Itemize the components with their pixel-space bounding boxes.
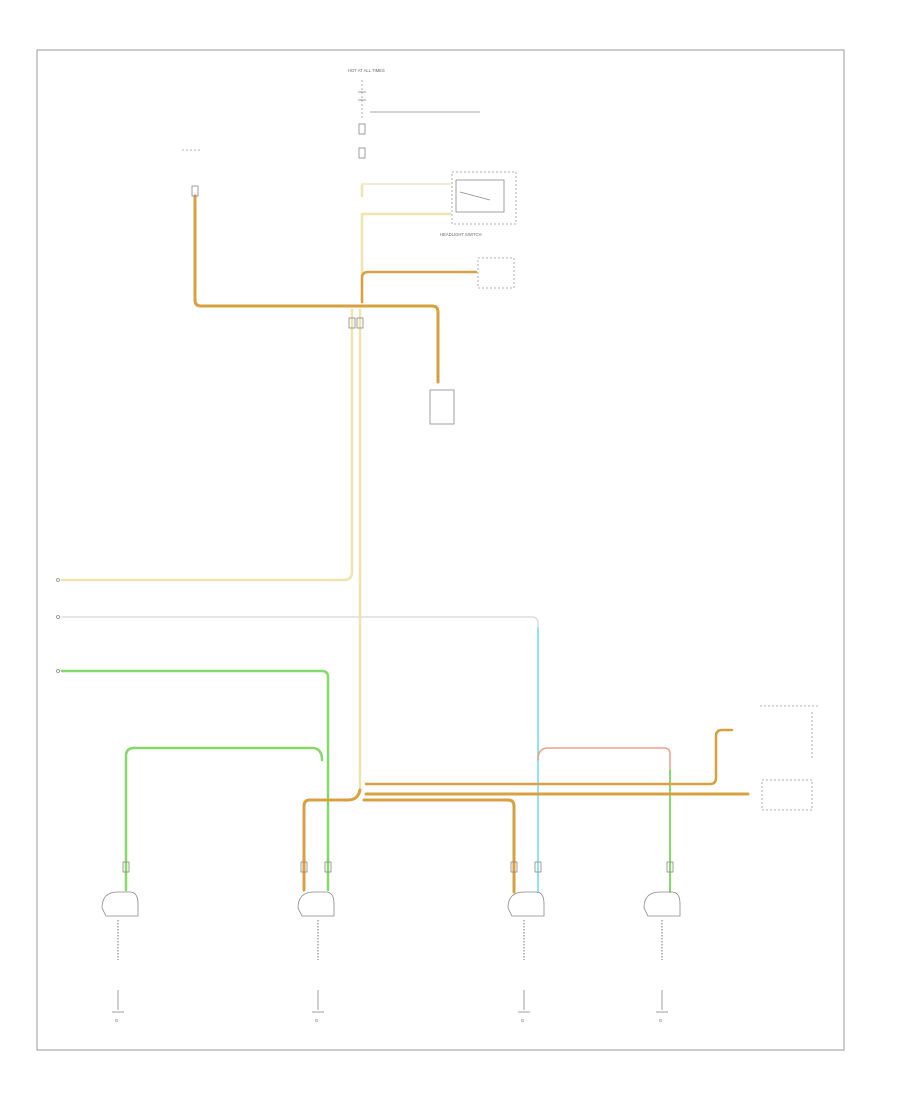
wire-right-front-lamp [362, 798, 516, 894]
wire-left-feed [193, 194, 364, 308]
ground-left-front-label: G [315, 1018, 318, 1023]
headlight-switch-label: HEADLIGHT SWITCH [440, 232, 482, 237]
ground-symbol-icon [656, 990, 668, 1013]
fuse-block: HOT AT ALL TIMES [348, 68, 480, 159]
grounds [112, 990, 668, 1013]
wire-trailer-1 [364, 728, 734, 786]
ground-right-rear-label: G [659, 1018, 662, 1023]
trailer-connector [760, 705, 820, 811]
wire-main-trunk [60, 308, 354, 582]
ground-left-rear-label: G [115, 1018, 118, 1023]
splice-top-left [182, 149, 200, 197]
ground-symbol-icon [518, 990, 530, 1013]
lamp-right-rear: G [643, 861, 681, 1023]
left-entries [56, 578, 60, 673]
headlight-switch: HEADLIGHT SWITCH [440, 171, 517, 237]
wire-red [537, 747, 671, 891]
diagram-frame [36, 49, 845, 1051]
wire-rear-module [360, 304, 440, 384]
wire-switch-lower [360, 212, 452, 302]
trunk-connectors [348, 317, 364, 329]
ground-right-front-label: G [521, 1018, 524, 1023]
wire-green-outer [60, 669, 330, 892]
ground-symbol-icon [112, 990, 124, 1013]
lamp-right-front: G [507, 861, 545, 1023]
ground-symbol-icon [312, 990, 324, 1013]
wire-left-front-lamp [302, 788, 362, 892]
rear-module [429, 389, 455, 425]
lamp-left-front: G [297, 861, 335, 1023]
wire-central-module [360, 270, 478, 304]
wires [60, 183, 750, 894]
wire-gray [61, 616, 539, 891]
lamp-left-rear: G [101, 861, 139, 1023]
central-module [477, 257, 515, 289]
fuse-block-label: HOT AT ALL TIMES [348, 68, 385, 73]
wire-green-left [124, 746, 324, 892]
